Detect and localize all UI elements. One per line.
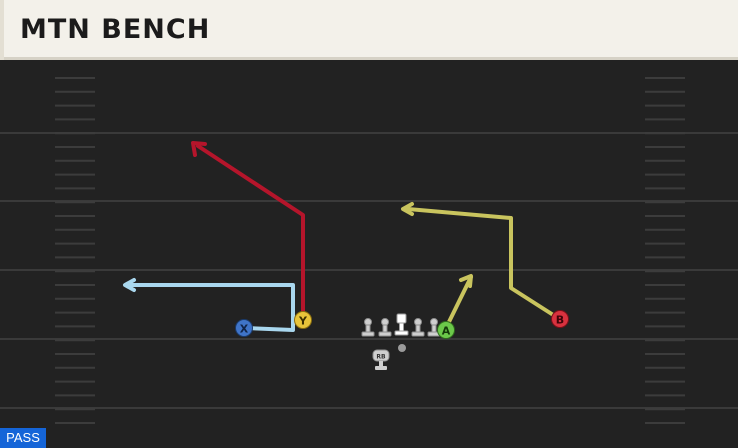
receiver-x-label: X <box>240 323 249 336</box>
receiver-y: Y <box>294 311 312 329</box>
route-y <box>196 144 305 320</box>
receiver-b-label: B <box>556 314 564 327</box>
route-a-arrowhead <box>459 274 473 288</box>
header-edge <box>0 0 4 60</box>
offensive-line <box>361 313 441 337</box>
route-b <box>406 207 560 320</box>
receiver-a-label: A <box>442 325 451 338</box>
yard-lines <box>0 132 738 409</box>
routes <box>123 141 560 332</box>
lineman-icon <box>378 318 392 337</box>
receiver-b: B <box>551 310 569 328</box>
lineman-icon <box>361 318 375 337</box>
receiver-x: X <box>235 319 253 337</box>
play-header: MTN BENCH <box>0 0 738 60</box>
running-back-icon: RB <box>372 349 390 370</box>
receiver-y-label: Y <box>298 315 308 328</box>
route-a <box>444 275 473 330</box>
route-y-arrowhead <box>191 141 207 157</box>
quarterback-icon <box>398 344 406 352</box>
running-back-label: RB <box>376 354 386 361</box>
route-x <box>128 283 295 332</box>
route-x-arrowhead <box>123 278 136 292</box>
hash-marks <box>55 77 685 424</box>
play-type-badge: PASS <box>0 428 46 448</box>
center-icon <box>394 313 409 336</box>
receiver-a: A <box>437 321 455 339</box>
play-title: MTN BENCH <box>20 14 211 45</box>
route-b-arrowhead <box>401 202 414 216</box>
lineman-icon <box>411 318 425 337</box>
